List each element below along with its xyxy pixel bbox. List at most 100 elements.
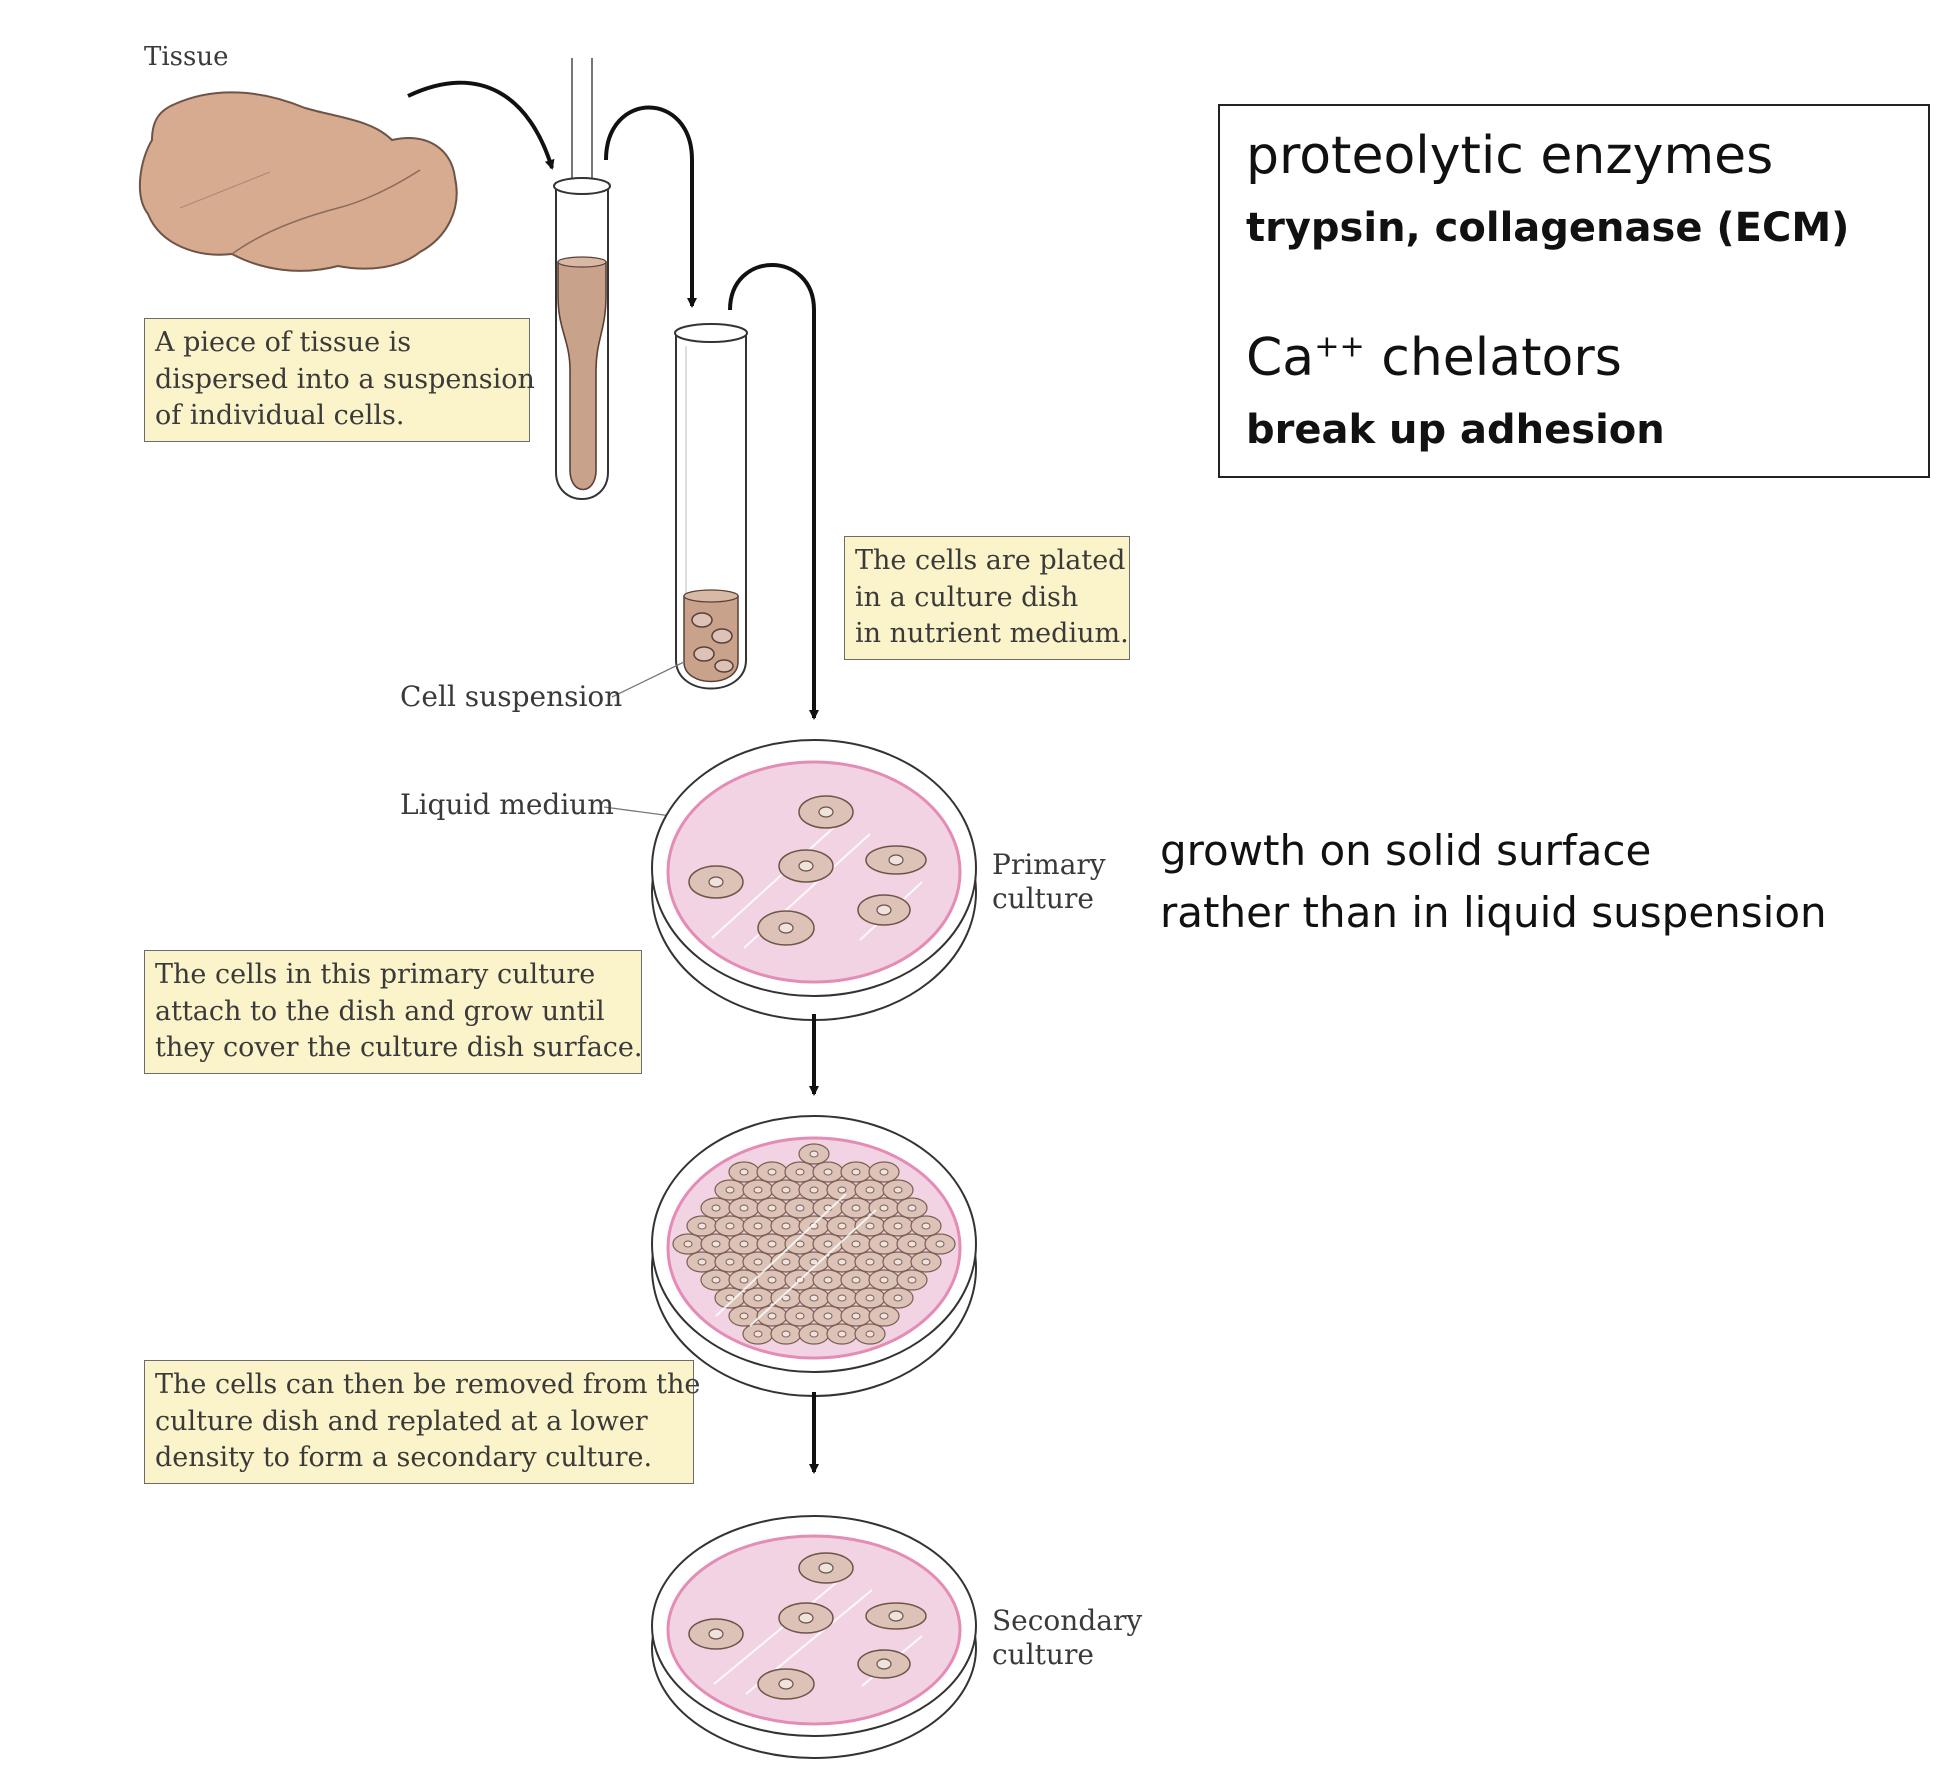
cell-nucleus [837,1294,847,1302]
cell-nucleus [865,1330,875,1338]
cell-nucleus [767,1312,777,1320]
culture-dish-confluent [651,1115,977,1397]
culture-dish-secondary [651,1515,977,1759]
caption-line: culture dish and replated at a lower [155,1405,648,1437]
cell [711,628,733,644]
cell-nucleus [907,1276,917,1284]
cell-nucleus [697,1222,707,1230]
curved-arrow [604,105,697,308]
caption-line: The cells are plated [855,545,1126,576]
cell-nucleus [725,1258,735,1266]
curved-arrow [407,80,555,170]
cell [693,646,715,662]
cell-nucleus [781,1222,791,1230]
cell [757,910,815,946]
caption-line: The cells in this primary culture [155,959,596,990]
primary-culture-label: Primary culture [992,848,1106,916]
cell-nucleus [893,1294,903,1302]
cell-nucleus [781,1294,791,1302]
cell-nucleus [921,1222,931,1230]
cell-nucleus [893,1186,903,1194]
primary-culture-line: culture [992,882,1094,916]
cell-nucleus [879,1312,889,1320]
caption-line: A piece of tissue is [155,327,412,358]
cell-nucleus [683,1240,693,1248]
cell-nucleus [865,1294,875,1302]
cell [778,1602,834,1634]
growth-note-line-1: growth on solid surface [1160,826,1652,875]
cell-nucleus [879,1240,889,1248]
caption-line: of individual cells. [155,400,405,432]
test-tube-pipette [553,58,611,500]
cell-nucleus [865,1258,875,1266]
cell-nucleus [879,1168,889,1176]
cell-nucleus [837,1222,847,1230]
cell-nucleus [893,1258,903,1266]
chelators-word: chelators [1364,328,1622,388]
cell [798,795,854,829]
cell-nucleus [809,1258,819,1266]
cell-nucleus [725,1222,735,1230]
caption-line: density to form a secondary culture. [155,1442,653,1474]
cell-nucleus [921,1258,931,1266]
cell [714,659,734,673]
cell-nucleus [865,1222,875,1230]
cell-nucleus [753,1258,763,1266]
cell-nucleus [823,1276,833,1284]
cell-nucleus [781,1330,791,1338]
cell-nucleus [893,1222,903,1230]
growth-note-line-2: rather than in liquid suspension [1160,888,1827,937]
cell-nucleus [865,1186,875,1194]
charge-superscript: ++ [1314,329,1365,365]
cell-nucleus [851,1276,861,1284]
cell-nucleus [739,1168,749,1176]
cell-nucleus [725,1186,735,1194]
caption-line: The cells can then be removed from the [155,1369,701,1400]
cell-nucleus [907,1240,917,1248]
cell-nucleus [767,1240,777,1248]
cell-nucleus [739,1240,749,1248]
cell-nucleus [795,1312,805,1320]
cell [857,1649,911,1679]
cell-nucleus [851,1240,861,1248]
calcium-symbol: Ca [1246,328,1315,388]
secondary-culture-line: culture [992,1638,1094,1672]
cell-nucleus [739,1312,749,1320]
cell-nucleus [739,1276,749,1284]
caption-line: attach to the dish and grow until [155,995,605,1027]
cell-nucleus [767,1168,777,1176]
cell-suspension-label: Cell suspension [400,680,623,713]
cell-nucleus [753,1222,763,1230]
cell [857,894,911,926]
cell [798,1552,854,1584]
cell-nucleus [809,1294,819,1302]
cell-nucleus [837,1258,847,1266]
cell-nucleus [753,1186,763,1194]
annotation-heading-chelators: Ca++ chelators [1246,328,1622,388]
cell-nucleus [823,1240,833,1248]
cell-nucleus [795,1168,805,1176]
cell-nucleus [851,1168,861,1176]
cell-nucleus [879,1276,889,1284]
cell-nucleus [837,1330,847,1338]
cell [865,845,927,875]
cell-nucleus [767,1204,777,1212]
caption-attach: The cells in this primary culture attach… [144,950,642,1075]
annotation-sub-chelators: break up adhesion [1246,407,1665,453]
tissue-sample [138,91,458,272]
cell-nucleus [837,1186,847,1194]
caption-line: dispersed into a suspension [155,363,535,395]
caption-line: in a culture dish [855,581,1079,613]
annotation-box: proteolytic enzymes trypsin, collagenase… [1218,104,1930,478]
cell-nucleus [795,1204,805,1212]
cell-nucleus [697,1258,707,1266]
cell [688,865,744,899]
primary-culture-line: Primary [992,848,1106,881]
test-tube-suspension [674,323,748,690]
cell [688,1618,744,1650]
cell-nucleus [781,1258,791,1266]
caption-disperse: A piece of tissue is dispersed into a su… [144,318,535,443]
annotation-heading-enzymes: proteolytic enzymes [1246,126,1774,186]
